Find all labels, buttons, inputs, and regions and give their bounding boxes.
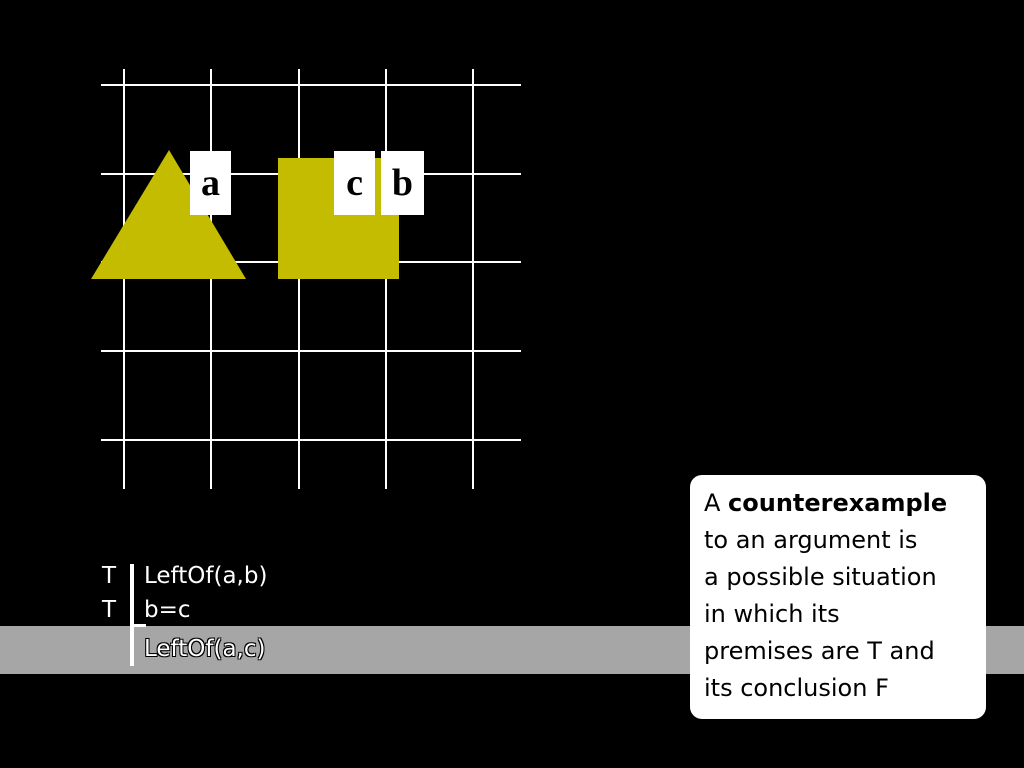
conclusion-sentence: LeftOf(a,c) bbox=[144, 636, 266, 662]
truth-value: T bbox=[102, 597, 117, 623]
grid-line-h bbox=[101, 350, 521, 352]
callout-line-6: its conclusion F bbox=[704, 674, 889, 702]
truth-value: T bbox=[102, 563, 117, 589]
callout-line-3: a possible situation bbox=[704, 563, 937, 591]
callout-line-2: to an argument is bbox=[704, 526, 918, 554]
grid-line-h bbox=[101, 439, 521, 441]
object-label-a: a bbox=[190, 151, 231, 215]
grid-line-v bbox=[385, 69, 387, 489]
grid-line-h bbox=[101, 84, 521, 86]
fitch-conclusion-line bbox=[130, 624, 146, 627]
premise-sentence: b=c bbox=[144, 597, 191, 623]
callout-line-5: premises are T and bbox=[704, 637, 935, 665]
callout-line-1: A counterexample bbox=[704, 485, 976, 522]
grid-line-v bbox=[472, 69, 474, 489]
fitch-bar bbox=[130, 564, 134, 666]
triangle-object bbox=[91, 150, 246, 279]
callout-term: counterexample bbox=[728, 489, 948, 517]
object-label-c: c bbox=[334, 151, 375, 215]
grid-line-v bbox=[298, 69, 300, 489]
triangle-shape bbox=[91, 150, 246, 279]
object-label-b: b bbox=[381, 151, 424, 215]
callout-prefix: A bbox=[704, 489, 729, 517]
definition-callout: A counterexample to an argument is a pos… bbox=[690, 475, 986, 719]
premise-sentence: LeftOf(a,b) bbox=[144, 563, 268, 589]
callout-line-4: in which its bbox=[704, 600, 840, 628]
